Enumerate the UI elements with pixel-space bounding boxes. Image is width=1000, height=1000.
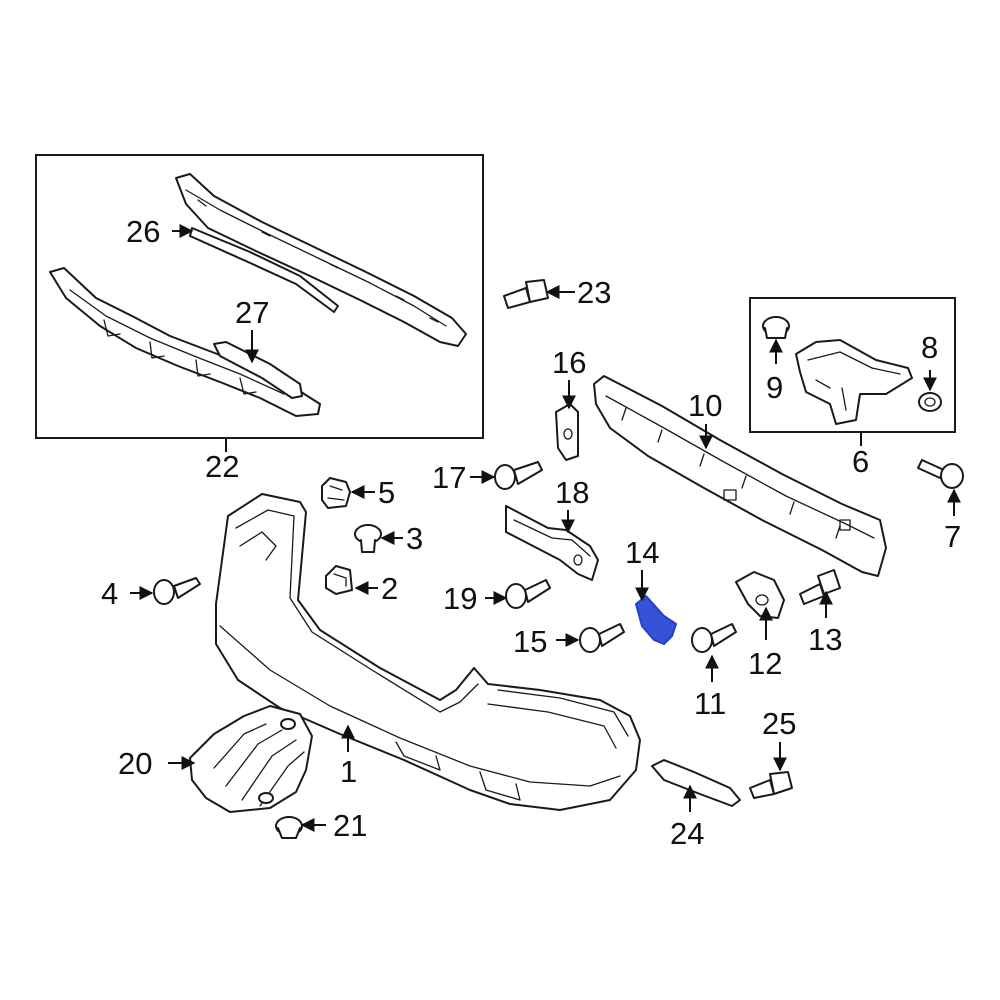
group-box-6: [749, 297, 956, 433]
part-4-screw: [153, 577, 201, 605]
callout-16: 16: [552, 345, 586, 380]
callout-7: 7: [944, 519, 961, 554]
callout-20: 20: [118, 746, 152, 781]
callout-12: 12: [748, 646, 782, 681]
callout-23: 23: [577, 275, 611, 310]
callout-17: 17: [432, 460, 466, 495]
part-16-bracket: [555, 403, 579, 461]
part-15-screw: [579, 623, 625, 653]
part-2-clip: [325, 565, 353, 595]
callout-22: 22: [205, 449, 239, 484]
callout-15: 15: [513, 624, 547, 659]
callout-13: 13: [808, 622, 842, 657]
part-3-rivet: [354, 524, 382, 553]
part-17-screw: [494, 461, 543, 490]
part-9-grommet: [762, 316, 790, 339]
part-13-bolt: [799, 569, 841, 605]
callout-11: 11: [694, 686, 726, 721]
part-6-bracket: [795, 339, 913, 425]
part-26-strip: [189, 227, 339, 313]
upper-trim-strip: [175, 173, 467, 347]
callout-4: 4: [101, 576, 118, 611]
callout-21: 21: [333, 808, 367, 843]
part-19-screw: [505, 579, 551, 609]
callout-27: 27: [235, 295, 269, 330]
part-25-bolt: [749, 771, 793, 799]
callout-8: 8: [921, 330, 938, 365]
callout-10: 10: [688, 388, 722, 423]
part-12-bracket: [735, 571, 785, 619]
part-7-screw: [917, 459, 964, 489]
part-23-bolt: [503, 279, 549, 309]
callout-1: 1: [340, 754, 357, 789]
part-27-piece: [213, 341, 303, 399]
callout-2: 2: [381, 571, 398, 606]
part-5-clip: [321, 477, 351, 509]
part-14-bracket-highlighted: [635, 595, 677, 645]
callout-19: 19: [443, 581, 477, 616]
callout-6: 6: [852, 444, 869, 479]
callout-25: 25: [762, 706, 796, 741]
group-box-22: [35, 154, 484, 439]
part-8-nut: [918, 392, 942, 412]
callout-9: 9: [766, 370, 783, 405]
callout-26: 26: [126, 214, 160, 249]
callout-24: 24: [670, 816, 704, 851]
part-18-bracket: [505, 505, 599, 581]
part-11-screw: [691, 623, 737, 653]
part-21-nut: [275, 816, 303, 839]
callout-3: 3: [406, 521, 423, 556]
part-24-strip: [651, 759, 741, 807]
callout-18: 18: [555, 475, 589, 510]
lower-trim-strip: [49, 267, 321, 417]
part-10-beam: [593, 375, 887, 577]
callout-5: 5: [378, 475, 395, 510]
callout-14: 14: [625, 535, 659, 570]
part-20-shield: [189, 705, 313, 813]
